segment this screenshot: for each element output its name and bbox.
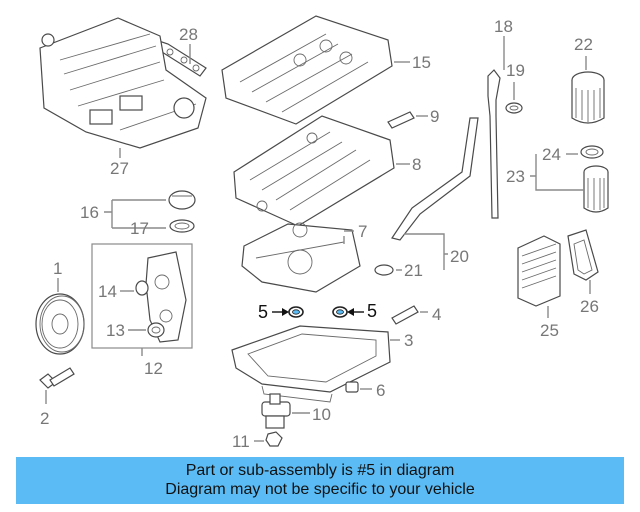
banner-line-1: Part or sub-assembly is #5 in diagram bbox=[185, 462, 455, 479]
callout-28: 28 bbox=[179, 25, 198, 44]
callout-2: 2 bbox=[40, 409, 49, 428]
callout-24: 24 bbox=[542, 145, 561, 164]
callout-8: 8 bbox=[412, 155, 421, 174]
callout-3: 3 bbox=[404, 331, 413, 350]
callout-9: 9 bbox=[430, 107, 439, 126]
callout-16: 16 bbox=[80, 203, 99, 222]
part-16-oil-cap bbox=[168, 190, 196, 210]
part-20-dipstick-tube bbox=[391, 117, 479, 241]
callout-4: 4 bbox=[432, 305, 441, 324]
part-19-seal bbox=[505, 102, 523, 114]
callout-13: 13 bbox=[106, 321, 125, 340]
info-banner: Part or sub-assembly is #5 in diagram Di… bbox=[16, 457, 624, 504]
callout-26: 26 bbox=[580, 297, 599, 316]
part-3-oil-pan bbox=[231, 325, 391, 403]
leader-16-17 bbox=[104, 199, 166, 229]
callout-5-right: 5 bbox=[367, 301, 377, 321]
callout-18: 18 bbox=[494, 17, 513, 36]
part-7-front-cover bbox=[241, 222, 361, 293]
part-5-seal-right bbox=[332, 306, 348, 318]
part-27-intake-manifold bbox=[39, 17, 207, 149]
part-25-oil-cooler bbox=[517, 235, 561, 307]
part-23-filter-cartridge bbox=[583, 165, 609, 213]
leader-23 bbox=[530, 154, 584, 191]
part-26-cooler-gasket bbox=[567, 229, 599, 281]
part-24-seal bbox=[580, 145, 604, 159]
part-22-oil-filter bbox=[571, 71, 605, 124]
callout-19: 19 bbox=[506, 61, 525, 80]
part-2-bolt bbox=[39, 367, 75, 389]
part-15-valve-cover bbox=[221, 15, 393, 125]
callout-11: 11 bbox=[232, 432, 250, 451]
part-14-plug bbox=[135, 280, 149, 296]
callout-20: 20 bbox=[450, 247, 469, 266]
callout-7: 7 bbox=[358, 222, 367, 241]
callout-1: 1 bbox=[53, 259, 62, 278]
part-8-cylinder-head bbox=[233, 115, 395, 227]
callout-23: 23 bbox=[506, 167, 525, 186]
callout-12: 12 bbox=[144, 359, 163, 378]
part-1-crank-pulley bbox=[35, 293, 85, 355]
part-17-cap-seal bbox=[169, 219, 195, 233]
leader-5-left bbox=[272, 308, 289, 316]
callout-5-left: 5 bbox=[258, 302, 268, 322]
exploded-parts-diagram: 28 27 15 9 8 7 16 1 bbox=[35, 15, 609, 451]
callout-10: 10 bbox=[312, 405, 331, 424]
part-10-level-sensor bbox=[261, 393, 291, 429]
leader-5-right bbox=[347, 308, 364, 316]
part-4-sensor bbox=[391, 305, 419, 325]
part-18-dipstick bbox=[487, 69, 501, 219]
part-5-seal-left bbox=[288, 306, 304, 318]
part-21-ring bbox=[374, 264, 394, 276]
callout-14: 14 bbox=[98, 282, 117, 301]
part-11-nut bbox=[265, 431, 283, 447]
part-9-sensor bbox=[387, 111, 415, 129]
callout-25: 25 bbox=[540, 321, 559, 340]
callout-22: 22 bbox=[574, 35, 593, 54]
callout-6: 6 bbox=[376, 381, 385, 400]
banner-line-2: Diagram may not be specific to your vehi… bbox=[165, 481, 475, 498]
callout-15: 15 bbox=[412, 53, 431, 72]
callout-17: 17 bbox=[130, 219, 149, 238]
callout-21: 21 bbox=[404, 261, 423, 280]
leader-20 bbox=[404, 233, 448, 270]
part-6-drain-plug bbox=[345, 381, 359, 393]
part-13-seal bbox=[147, 322, 165, 338]
callout-27: 27 bbox=[110, 159, 129, 178]
